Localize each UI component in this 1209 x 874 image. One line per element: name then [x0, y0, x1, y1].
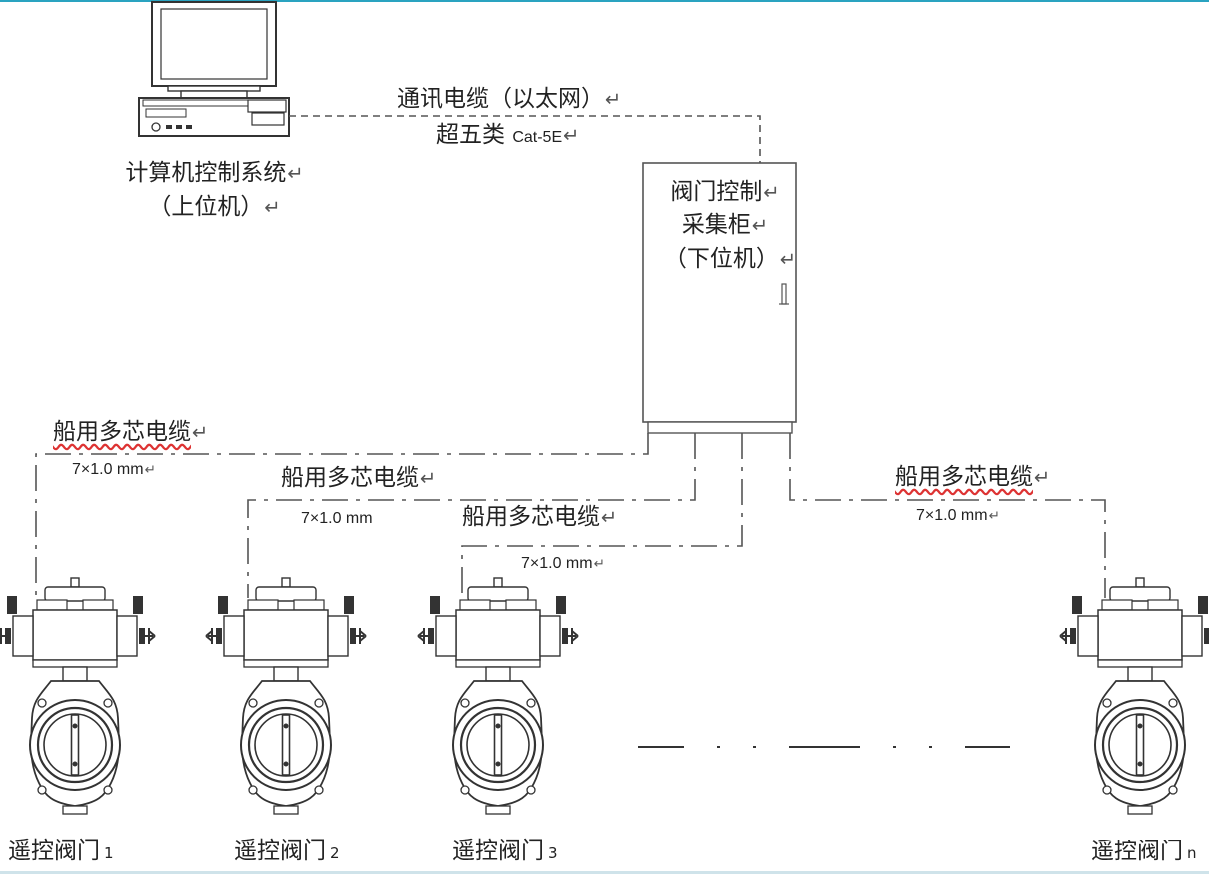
upper-computer-label: 计算机控制系统↵ — [125, 160, 304, 186]
bottom-border — [0, 871, 1209, 874]
cabinet-label-line2: 采集柜↵ — [681, 212, 769, 238]
remote-valve-3 — [416, 576, 580, 816]
cable-n-label: 船用多芯电缆↵ — [895, 464, 1051, 490]
multicore-cable-2 — [247, 433, 696, 598]
cable-3-label: 船用多芯电缆↵ — [462, 504, 618, 530]
cable-2-spec: 7×1.0 mm — [301, 510, 373, 527]
computer-icon — [138, 1, 290, 137]
cable-3-spec: 7×1.0 mm↵ — [521, 555, 605, 572]
ethernet-label: 通讯电缆（以太网）↵ — [397, 86, 622, 112]
multicore-cable-1 — [35, 433, 649, 598]
cabinet-label-line1: 阀门控制↵ — [670, 179, 780, 205]
cabinet-label-line3: （下位机）↵ — [663, 246, 797, 272]
remote-valve-1 — [0, 576, 157, 816]
remote-valve-n — [1058, 576, 1209, 816]
control-cabinet — [642, 162, 797, 434]
top-border — [0, 0, 1209, 2]
cable-2-label: 船用多芯电缆↵ — [281, 465, 437, 491]
ethernet-spec-label: 超五类 Cat-5E↵ — [436, 122, 580, 148]
multicore-cable-3 — [461, 433, 743, 598]
cable-1-spec: 7×1.0 mm↵ — [72, 461, 156, 478]
cable-1-label: 船用多芯电缆↵ — [53, 419, 209, 445]
multicore-cable-n — [789, 433, 1106, 598]
ethernet-cable — [289, 115, 761, 163]
cable-n-spec: 7×1.0 mm↵ — [916, 507, 1000, 524]
remote-valve-2 — [204, 576, 368, 816]
upper-computer-sublabel: （上位机）↵ — [148, 194, 281, 220]
